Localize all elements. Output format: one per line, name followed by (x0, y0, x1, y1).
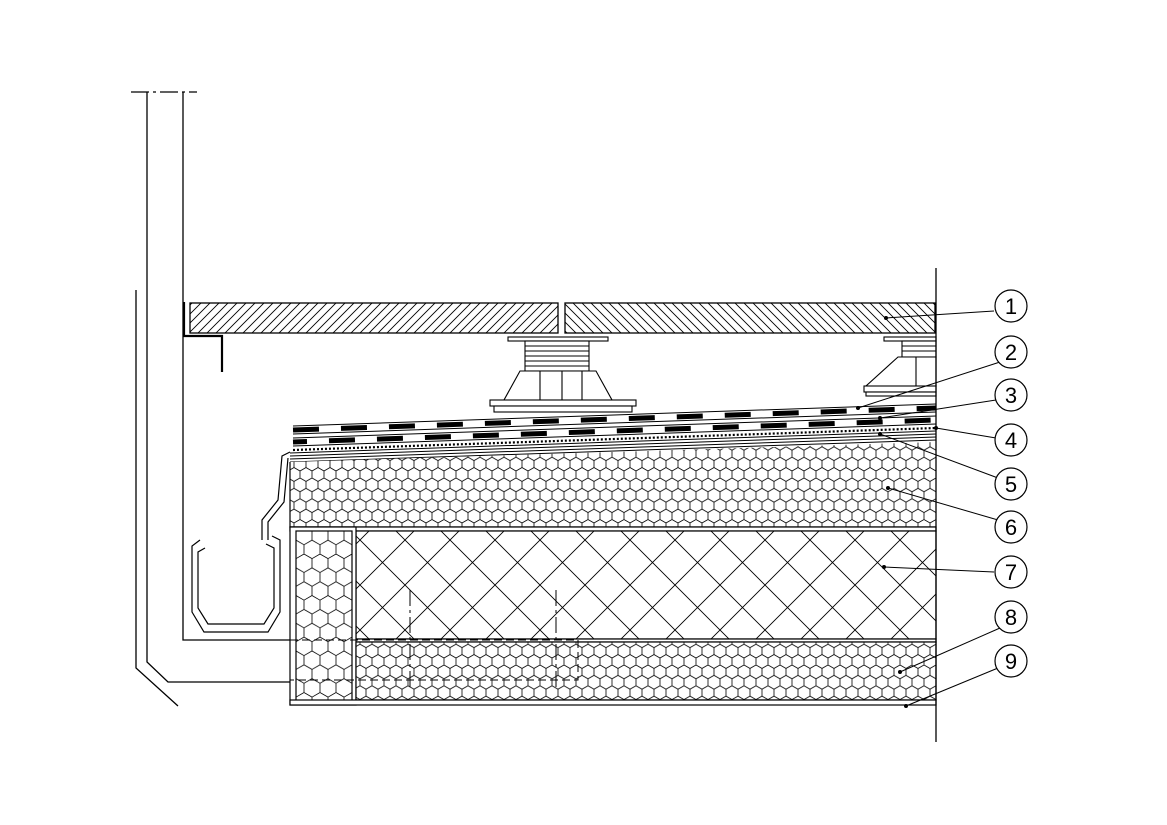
callout-8: 8 (994, 600, 1028, 634)
callout-9-label: 9 (1005, 649, 1017, 674)
leader-lines (857, 310, 1001, 707)
callout-6-label: 6 (1005, 515, 1017, 540)
leader-dots (856, 316, 938, 708)
callout-7: 7 (994, 555, 1028, 589)
deck-boards (189, 302, 936, 334)
parapet-wall (131, 91, 290, 707)
callout-5: 5 (994, 467, 1028, 501)
callout-7-label: 7 (1005, 560, 1017, 585)
callout-9: 9 (994, 644, 1028, 678)
callout-5-label: 5 (1005, 472, 1017, 497)
callout-2: 2 (994, 335, 1028, 369)
membrane-layers (292, 403, 937, 447)
pedestal-support-right (863, 336, 937, 397)
callout-2-label: 2 (1005, 340, 1017, 365)
edge-flashing (182, 302, 224, 372)
callout-1: 1 (994, 289, 1028, 323)
callout-4: 4 (994, 423, 1028, 457)
callout-6: 6 (994, 510, 1028, 544)
callout-1-label: 1 (1005, 294, 1017, 319)
separation-layers (289, 426, 937, 463)
hidden-lines (290, 590, 579, 690)
callout-8-label: 8 (1005, 605, 1017, 630)
gutter-channel (191, 451, 291, 633)
insulation-bottom (289, 641, 937, 706)
pedestal-support-left (489, 336, 637, 413)
edge-insulation-column (289, 526, 357, 706)
callout-4-label: 4 (1005, 428, 1017, 453)
callout-3-label: 3 (1005, 383, 1017, 408)
callout-3: 3 (994, 378, 1028, 412)
structural-slab (289, 526, 937, 643)
